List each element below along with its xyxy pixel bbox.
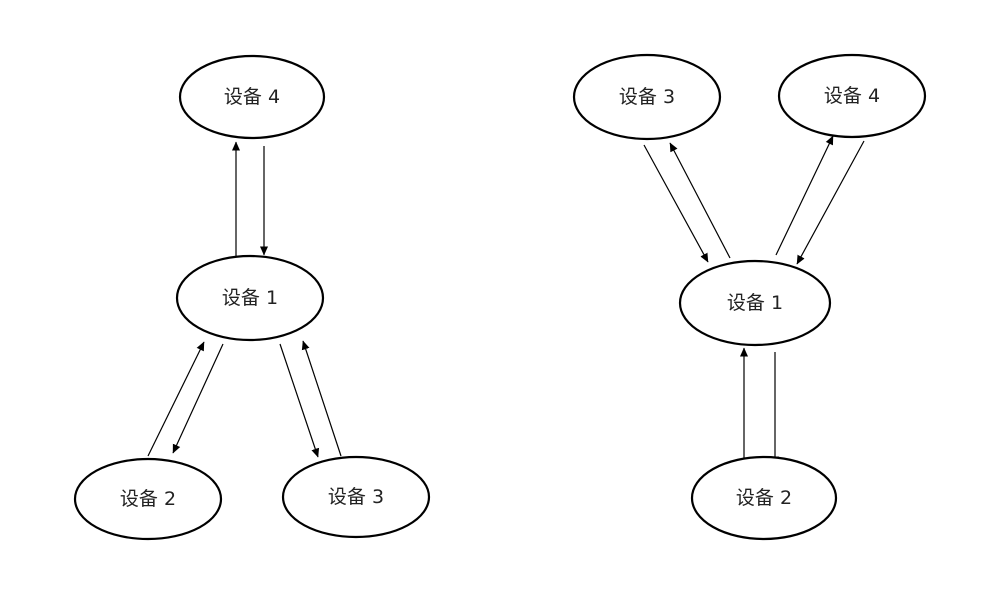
node-device-1: 设备 1 — [678, 259, 832, 347]
arrow-d4-to-d1 — [796, 140, 865, 265]
node-device-3: 设备 3 — [572, 53, 722, 141]
diagram-right: 设备 3 设备 4 设备 1 设备 2 — [572, 53, 927, 541]
edges-left — [147, 141, 342, 458]
node-device-4: 设备 4 — [777, 53, 927, 139]
arrow-d1-to-d3 — [279, 343, 320, 458]
node-ellipse — [73, 457, 223, 541]
edges-right — [643, 135, 865, 466]
node-device-1: 设备 1 — [175, 254, 325, 342]
node-device-3: 设备 3 — [281, 455, 431, 539]
node-label: 设备 3 — [328, 486, 384, 508]
node-ellipse — [175, 254, 325, 342]
node-label: 设备 1 — [222, 287, 278, 309]
arrow-d1-to-d3 — [669, 142, 731, 259]
node-ellipse — [572, 53, 722, 141]
arrow-d2-to-d1 — [147, 341, 205, 457]
node-label: 设备 3 — [619, 86, 675, 108]
arrow-d1-to-d4 — [775, 135, 834, 256]
arrow-d3-to-d1 — [643, 144, 709, 263]
node-label: 设备 2 — [736, 487, 792, 509]
node-label: 设备 4 — [224, 86, 280, 108]
arrow-d3-to-d1 — [301, 340, 342, 457]
node-ellipse — [178, 54, 326, 140]
node-ellipse — [281, 455, 431, 539]
node-ellipse — [690, 455, 838, 541]
node-ellipse — [777, 53, 927, 139]
node-device-2: 设备 2 — [690, 455, 838, 541]
node-label: 设备 4 — [824, 85, 880, 107]
node-label: 设备 1 — [727, 292, 783, 314]
arrow-d1-to-d2 — [172, 343, 224, 454]
diagram-left: 设备 4 设备 1 设备 2 设备 3 — [73, 54, 431, 541]
node-label: 设备 2 — [120, 488, 176, 510]
node-device-4: 设备 4 — [178, 54, 326, 140]
node-ellipse — [678, 259, 832, 347]
node-device-2: 设备 2 — [73, 457, 223, 541]
